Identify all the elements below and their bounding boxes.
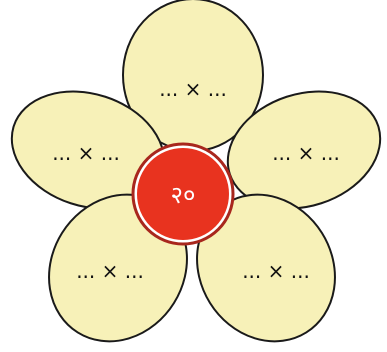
petal-bottom-right-text: ... × ... [242,259,310,283]
flower-center: २० [133,144,233,244]
petal-top-text: ... × ... [159,77,227,101]
center-number: २० [171,181,196,209]
petal-bottom-left-text: ... × ... [76,259,144,283]
petal-right-text: ... × ... [272,141,340,165]
petal-left-text: ... × ... [52,141,120,165]
